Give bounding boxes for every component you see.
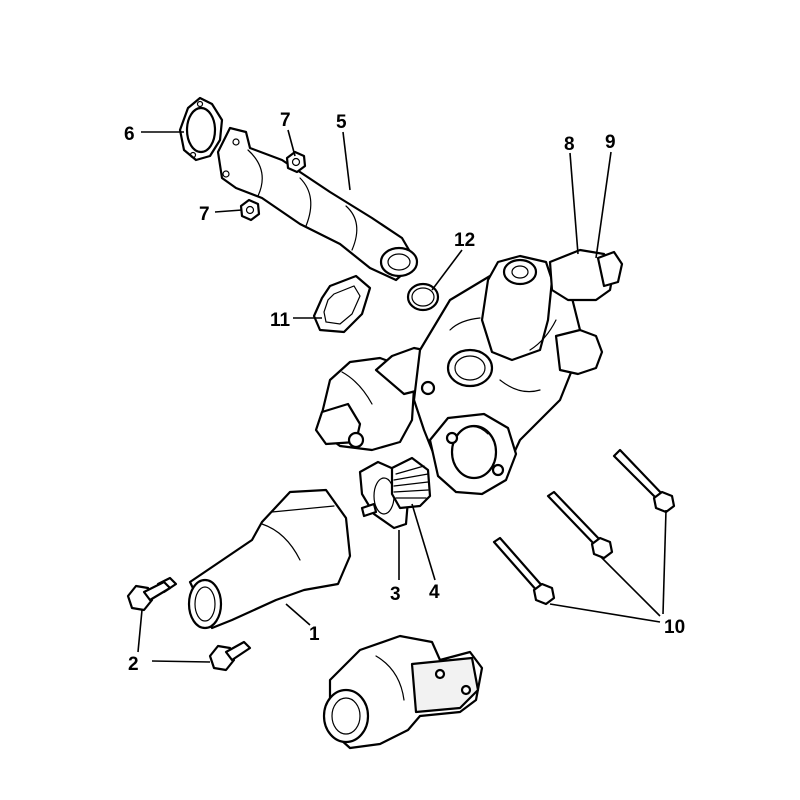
part-7-nut-upper — [285, 150, 307, 174]
part-11-seal — [312, 274, 372, 334]
part-6-gasket — [178, 96, 224, 162]
callout-7-lower: 7 — [199, 204, 210, 225]
callout-5: 5 — [336, 112, 347, 133]
part-10-bolt-1 — [492, 536, 556, 606]
part-1-inlet-housing — [187, 488, 352, 630]
callout-9: 9 — [605, 132, 616, 153]
callout-labels: 6 7 7 5 11 12 8 9 3 4 1 2 10 — [124, 110, 685, 675]
part-5-pipe — [216, 126, 419, 282]
callout-3: 3 — [390, 584, 401, 605]
callout-7-upper: 7 — [280, 110, 291, 131]
callout-12: 12 — [454, 230, 475, 251]
part-2-bolt-upper — [126, 576, 178, 612]
callout-1: 1 — [309, 624, 320, 645]
callout-10: 10 — [664, 617, 685, 638]
part-12-o-ring — [406, 282, 440, 312]
part-10-bolt-3 — [612, 448, 676, 514]
callout-11: 11 — [270, 310, 291, 331]
part-4-thermostat-element — [390, 456, 432, 510]
thermostat-housing — [314, 248, 624, 496]
leader-lines — [137, 129, 667, 663]
outlet-elbow — [322, 634, 484, 750]
callout-4: 4 — [429, 582, 440, 603]
callout-8: 8 — [564, 134, 575, 155]
callout-2: 2 — [128, 654, 139, 675]
callout-6: 6 — [124, 124, 135, 145]
part-10-bolt-2 — [546, 490, 614, 560]
part-2-bolt-lower — [208, 640, 252, 672]
part-7-nut-lower — [239, 198, 261, 222]
